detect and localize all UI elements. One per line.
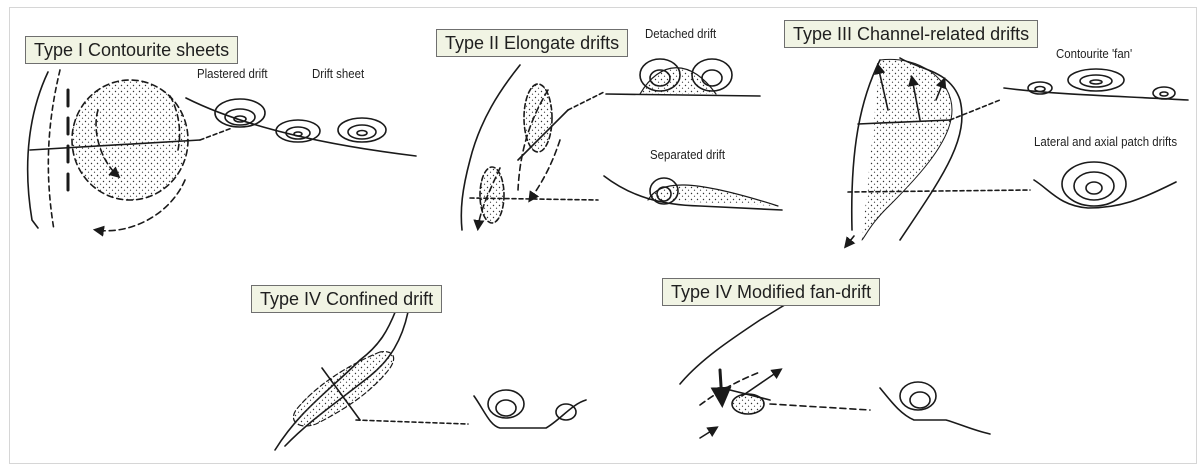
type1-title: Type I Contourite sheets: [25, 36, 238, 64]
patch-drifts-label: Lateral and axial patch drifts: [1034, 134, 1177, 149]
type3-patch-drifts: [1034, 162, 1176, 208]
detached-drift-label: Detached drift: [645, 26, 716, 41]
type3-title: Type III Channel-related drifts: [784, 20, 1038, 48]
type2-title: Type II Elongate drifts: [436, 29, 628, 57]
type4a-section-view: [474, 390, 586, 428]
plastered-drift-label: Plastered drift: [197, 66, 268, 81]
type1-section-view: [186, 98, 416, 156]
contourite-fan-label: Contourite 'fan': [1056, 46, 1132, 61]
type4b-title: Type IV Modified fan-drift: [662, 278, 880, 306]
type2-plan-view: [461, 65, 604, 230]
type4a-title: Type IV Confined drift: [251, 285, 442, 313]
type2-detached-drift: [606, 59, 760, 96]
type2-separated-drift: [604, 176, 782, 210]
type4b-section-view: [880, 382, 990, 434]
drift-sheet-label: Drift sheet: [312, 66, 364, 81]
type1-plan-view: [28, 70, 232, 231]
type3-plan-view: [846, 58, 1030, 246]
type4b-plan-view: [680, 296, 870, 438]
type3-contourite-fan: [1004, 69, 1188, 100]
type4a-plan-view: [275, 310, 468, 450]
separated-drift-label: Separated drift: [650, 147, 725, 162]
